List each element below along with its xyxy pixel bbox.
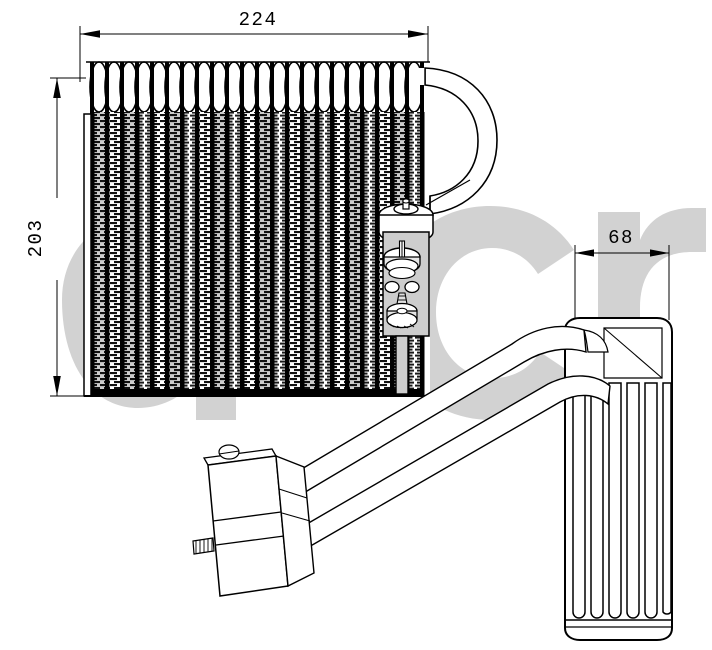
valve-ports [384,280,420,305]
side-core-tubes [572,382,672,619]
expansion-valve-side [192,444,315,597]
valve-side-body [207,455,289,597]
mounting-bolt [192,537,215,555]
valve-lower-fitting [386,302,418,329]
dimension-68: 68 [574,227,670,320]
valve-side-flange [275,454,315,588]
valve-stem [395,335,409,395]
evaporator-tube-end-band [86,61,430,113]
dimension-224: 224 [79,9,429,82]
valve-adjust-screw [383,240,421,280]
dimension-label-203: 203 [25,219,47,258]
evaporator-core-front [83,61,430,397]
evaporator-fin-pack [83,112,430,397]
watermark-letter-c [386,206,576,420]
dimension-label-68: 68 [608,227,634,249]
dimension-label-224: 224 [239,9,278,31]
evaporator-core-side [564,317,673,641]
expansion-valve-front [378,179,471,395]
